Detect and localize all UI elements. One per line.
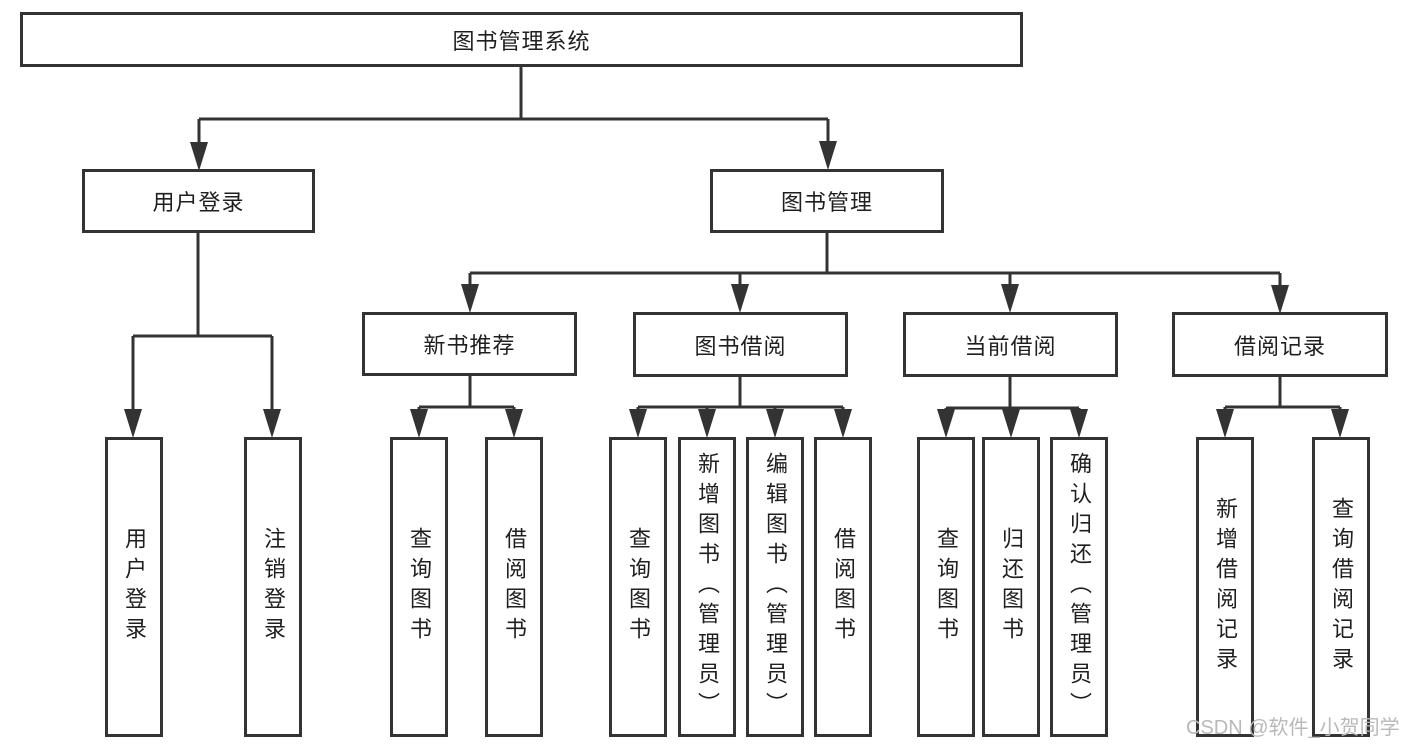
- node-label: 当前借阅: [964, 333, 1057, 359]
- node-label: 编辑图书（管理员）: [763, 452, 788, 722]
- arrow-down-icon: [1070, 409, 1088, 438]
- leaf-add-books-admin: 新增图书（管理员）: [678, 437, 736, 737]
- leaf-add-borrow-record: 新增借阅记录: [1196, 437, 1254, 737]
- node-label: 查询借阅记录: [1329, 497, 1354, 677]
- node-label: 图书借阅: [694, 333, 787, 359]
- arrow-down-icon: [1001, 284, 1019, 313]
- arrow-down-icon: [766, 409, 784, 438]
- arrow-down-icon: [124, 409, 142, 438]
- arrow-down-icon: [937, 409, 955, 438]
- leaf-logout: 注销登录: [244, 437, 302, 737]
- leaf-borrow-books-1: 借阅图书: [485, 437, 543, 737]
- arrow-down-icon: [698, 409, 716, 438]
- node-label: 查询图书: [934, 527, 959, 647]
- arrow-down-icon: [410, 409, 428, 438]
- leaf-query-borrow-record: 查询借阅记录: [1312, 437, 1370, 737]
- node-label: 查询图书: [626, 527, 651, 647]
- node-new-book-recommend: 新书推荐: [362, 312, 577, 376]
- node-label: 归还图书: [999, 527, 1024, 647]
- csdn-watermark: CSDN @软件_小贺同学: [1186, 717, 1400, 739]
- arrow-down-icon: [834, 409, 852, 438]
- arrow-down-icon: [461, 284, 479, 313]
- node-label: 确认归还（管理员）: [1067, 452, 1092, 722]
- node-label: 新书推荐: [423, 333, 516, 358]
- node-label: 注销登录: [261, 527, 286, 647]
- node-label: 借阅图书: [502, 527, 527, 647]
- node-label: 图书管理系统: [452, 28, 591, 54]
- leaf-query-books-1: 查询图书: [390, 437, 448, 737]
- leaf-query-books-2: 查询图书: [609, 437, 667, 737]
- arrow-down-icon: [1331, 409, 1349, 438]
- arrow-down-icon: [263, 409, 281, 438]
- arrow-down-icon: [1002, 409, 1020, 438]
- node-book-borrow: 图书借阅: [633, 312, 848, 377]
- arrow-down-icon: [819, 141, 837, 170]
- leaf-edit-books-admin: 编辑图书（管理员）: [746, 437, 804, 737]
- node-book-management: 图书管理: [710, 169, 944, 233]
- node-label: 用户登录: [122, 527, 147, 647]
- leaf-query-books-3: 查询图书: [917, 437, 975, 737]
- node-label: 新增图书（管理员）: [695, 452, 720, 722]
- node-borrow-records: 借阅记录: [1172, 312, 1388, 377]
- node-label: 借阅图书: [831, 527, 856, 647]
- arrow-down-icon: [1271, 285, 1289, 314]
- arrow-down-icon: [505, 409, 523, 438]
- node-label: 新增借阅记录: [1213, 497, 1238, 677]
- node-user-login: 用户登录: [82, 169, 315, 233]
- node-label: 图书管理: [780, 190, 873, 215]
- node-label: 查询图书: [407, 527, 432, 647]
- node-root-system: 图书管理系统: [20, 12, 1023, 67]
- node-label: 用户登录: [152, 190, 245, 215]
- leaf-user-login: 用户登录: [105, 437, 163, 737]
- leaf-return-books: 归还图书: [982, 437, 1040, 737]
- leaf-borrow-books-2: 借阅图书: [814, 437, 872, 737]
- arrow-down-icon: [1216, 409, 1234, 438]
- node-current-borrow: 当前借阅: [903, 312, 1118, 377]
- arrow-down-icon: [731, 284, 749, 313]
- arrow-down-icon: [190, 142, 208, 171]
- leaf-confirm-return-admin: 确认归还（管理员）: [1050, 437, 1108, 737]
- node-label: 借阅记录: [1233, 333, 1326, 359]
- arrow-down-icon: [629, 409, 647, 438]
